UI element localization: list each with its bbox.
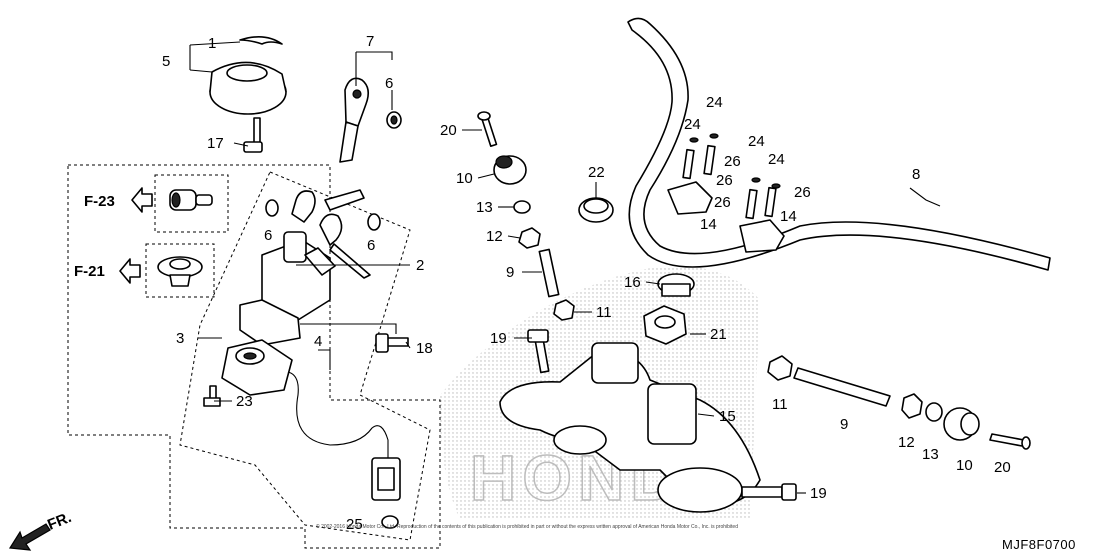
part-collar-22[interactable]	[578, 197, 614, 223]
callout-22: 22	[588, 164, 605, 181]
part-screw-20-top[interactable]	[477, 111, 498, 147]
callout-11-top: 11	[596, 304, 612, 321]
callout-23: 23	[236, 393, 253, 410]
callout-8: 8	[912, 166, 920, 183]
part-grommet-6-left[interactable]	[265, 199, 279, 217]
reference-f21[interactable]: F-21	[74, 243, 215, 298]
copyright-notice: © 2002-2016 Honda Motor Co., Ltd. Reprod…	[316, 523, 738, 530]
part-cap-16[interactable]	[657, 273, 695, 297]
callout-3: 3	[176, 330, 184, 347]
assembly-boundary	[67, 164, 441, 549]
callout-18: 18	[416, 340, 433, 357]
part-shaft-9-right[interactable]	[793, 367, 891, 407]
part-weight-10-top[interactable]	[493, 155, 527, 185]
callout-26-a: 26	[724, 153, 741, 170]
callout-9-top: 9	[506, 264, 514, 281]
callout-6-right: 6	[367, 237, 375, 254]
callout-24-d: 24	[768, 151, 785, 168]
diagram-code: MJF8F0700	[1002, 537, 1076, 552]
callout-13-top: 13	[476, 199, 493, 216]
front-direction-indicator: FR.	[8, 509, 74, 551]
callout-17: 17	[207, 135, 224, 152]
callout-20-right: 20	[994, 459, 1011, 476]
callout-6-top: 6	[385, 75, 393, 92]
part-weight-10-right[interactable]	[943, 407, 980, 441]
ignition-switch-group-outline	[179, 171, 431, 541]
part-bolt-19-right[interactable]	[741, 483, 797, 501]
callout-15: 15	[719, 408, 736, 425]
part-switch-body[interactable]	[221, 339, 293, 396]
part-washers-24[interactable]	[689, 133, 781, 189]
key-cylinder-icon	[169, 189, 213, 211]
part-keys-pair[interactable]	[291, 189, 371, 279]
part-clip-25[interactable]	[381, 515, 399, 529]
callout-9-right: 9	[840, 416, 848, 433]
callout-26-d: 26	[714, 194, 731, 211]
callout-21: 21	[710, 326, 727, 343]
callout-6-left: 6	[264, 227, 272, 244]
part-bolt-18[interactable]	[375, 333, 409, 353]
callout-26-b: 26	[716, 172, 733, 189]
callout-25: 25	[346, 516, 363, 533]
part-bolt-19-left[interactable]	[527, 329, 550, 374]
callout-12-top: 12	[486, 228, 503, 245]
part-screw-20-right[interactable]	[989, 433, 1031, 450]
part-handlebar[interactable]	[627, 17, 1051, 271]
callout-24-c: 24	[748, 133, 765, 150]
part-holder-14-right[interactable]	[739, 219, 785, 253]
callout-13-right: 13	[922, 446, 939, 463]
part-nut-12-top[interactable]	[518, 227, 541, 249]
part-nut-11-right[interactable]	[767, 355, 793, 381]
callout-5: 5	[162, 53, 170, 70]
callout-19-left: 19	[490, 330, 507, 347]
reference-f23-label: F-23	[84, 193, 115, 210]
callout-19-right: 19	[810, 485, 827, 502]
callout-12-right: 12	[898, 434, 915, 451]
reference-f21-label: F-21	[74, 263, 105, 280]
part-collar-13-right[interactable]	[925, 402, 943, 422]
part-grommet-6[interactable]	[386, 111, 402, 129]
callout-10-top: 10	[456, 170, 473, 187]
callout-10-right: 10	[956, 457, 973, 474]
part-bolts-26[interactable]	[682, 144, 777, 220]
callout-24-b: 24	[684, 116, 701, 133]
part-collar-13-top[interactable]	[513, 200, 531, 214]
callout-20-top: 20	[440, 122, 457, 139]
part-top-bridge[interactable]	[499, 342, 761, 513]
fuel-cap-icon	[157, 256, 203, 287]
callout-4: 4	[314, 333, 322, 350]
callout-14-right: 14	[780, 208, 797, 225]
part-key-blank[interactable]	[339, 77, 370, 163]
callout-1: 1	[208, 35, 216, 52]
part-lock-cover[interactable]	[209, 61, 287, 115]
part-shaft-9-top[interactable]	[538, 248, 560, 298]
reference-f23[interactable]: F-23	[84, 174, 229, 233]
part-wire-harness[interactable]	[287, 371, 401, 501]
front-direction-label: FR.	[45, 509, 74, 534]
callout-7: 7	[366, 33, 374, 50]
part-screw-23[interactable]	[203, 385, 221, 407]
part-nut-21[interactable]	[643, 305, 687, 345]
part-nut-12-right[interactable]	[901, 393, 923, 419]
callout-11-right: 11	[772, 396, 788, 413]
callout-16: 16	[624, 274, 641, 291]
callout-26-c: 26	[794, 184, 811, 201]
part-grommet-6-right[interactable]	[367, 213, 381, 231]
callout-24-a: 24	[706, 94, 723, 111]
part-ignition-switch[interactable]	[239, 231, 336, 346]
callout-2: 2	[416, 257, 424, 274]
part-nut-11-top[interactable]	[553, 299, 575, 321]
callout-labels: 1 5 17 7 6 6 6 2 3 4 23 25 18 20 10 13 1…	[162, 33, 1011, 533]
leader-lines	[189, 41, 941, 494]
callout-14-left: 14	[700, 216, 717, 233]
part-snap-ring[interactable]	[239, 36, 283, 45]
part-holder-14-left[interactable]	[667, 181, 713, 215]
part-bolt-17[interactable]	[243, 117, 263, 153]
